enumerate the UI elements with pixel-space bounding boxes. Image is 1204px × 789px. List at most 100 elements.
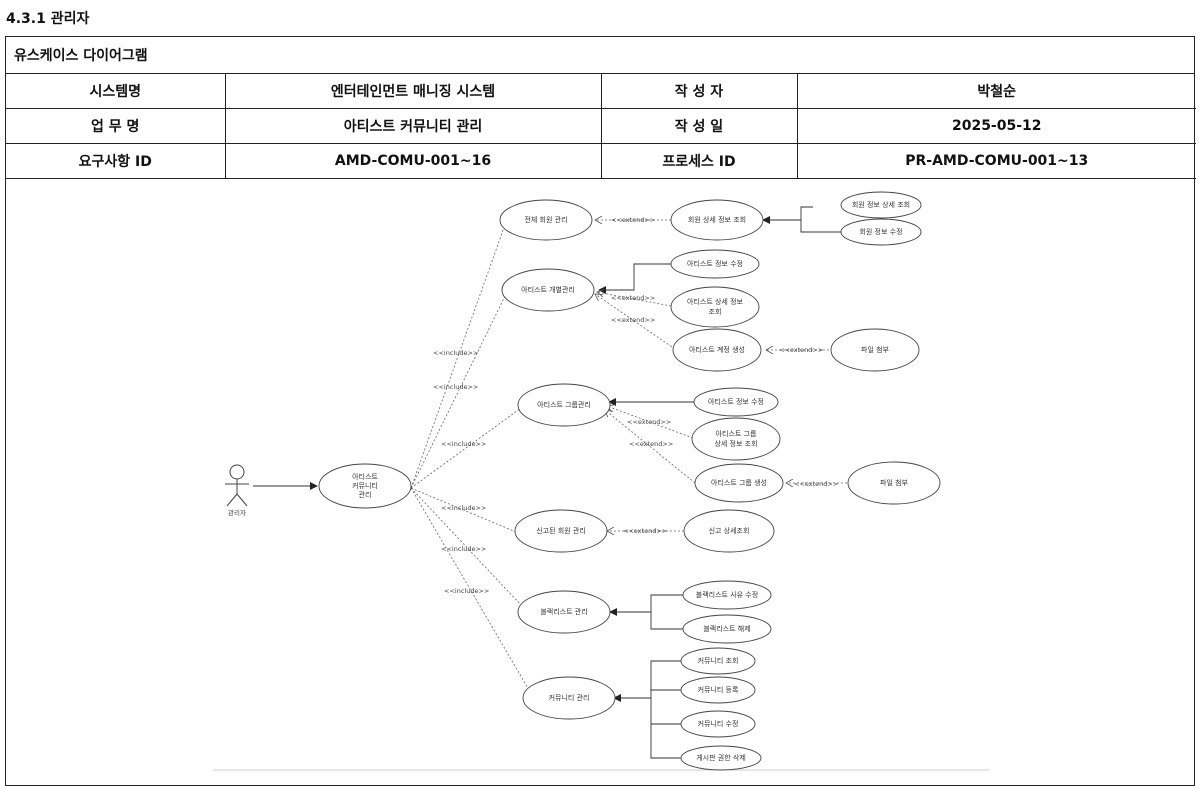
usecase-group-detail: 아티스트 그룹 상세 정보 조회: [691, 417, 781, 461]
actor-leg-left: [226, 493, 238, 507]
usecase-label: 상세 정보 조회: [714, 439, 757, 448]
extend-label: <<extend>>: [627, 418, 671, 426]
usecase-blacklist: 블랙리스트 관리: [517, 590, 611, 634]
usecase-member-info-detail: 회원 정보 상세 조회: [840, 191, 922, 219]
meta-label: 시스템명: [6, 74, 226, 109]
root-line-2: 커뮤니티: [352, 481, 378, 490]
usecase-file-attach-2: 파일 첨부: [847, 461, 941, 505]
extend-link: [597, 292, 672, 307]
usecase-root: 아티스트 커뮤니티 관리: [318, 463, 412, 509]
include-labels: <<include>> <<include>> <<include>> <<in…: [433, 349, 489, 595]
usecase-label: 커뮤니티 등록: [698, 685, 739, 694]
usecase-label: 커뮤니티 조회: [698, 656, 739, 665]
include-link: [410, 487, 517, 533]
extend-label: <<extend>>: [623, 527, 667, 535]
usecase-report-detail: 신고 상세조회: [683, 509, 775, 553]
include-label: <<include>>: [444, 587, 489, 595]
usecase-label: 블랙리스트 해제: [703, 624, 750, 633]
usecase-label: 게시판 권한 삭제: [696, 753, 746, 762]
usecase-blacklist-release: 블랙리스트 해제: [682, 614, 772, 644]
usecase-label: 커뮤니티 수정: [698, 719, 739, 728]
include-label: <<include>>: [441, 545, 486, 553]
usecase-label: 조회: [709, 308, 722, 316]
meta-value: 엔터테인먼트 매니징 시스템: [224, 74, 602, 109]
usecase-artist-detail: 아티스트 상세 정보 조회: [670, 286, 760, 328]
usecase-label: 회원 상세 정보 조회: [688, 215, 746, 224]
usecase-post-delete: 게시판 권한 삭제: [680, 745, 762, 771]
blacklist-reason-link: [609, 594, 683, 616]
extend-label: <<extend>>: [794, 480, 838, 488]
artist-edit-link: [598, 263, 671, 294]
actor-leg-right: [236, 493, 248, 507]
metadata-row: 시스템명 엔터테인먼트 매니징 시스템 작 성 자 박철순: [6, 74, 1196, 109]
usecase-member-info-edit: 회원 정보 수정: [840, 218, 922, 246]
extend-label: <<extend>>: [611, 294, 655, 302]
usecase-group-create: 아티스트 그룹 생성: [694, 463, 784, 503]
section-heading: 4.3.1 관리자: [6, 11, 90, 27]
usecase-label: 전체 회원 관리: [524, 215, 567, 224]
include-links: [410, 221, 530, 691]
member-detail-link: [762, 206, 813, 224]
usecase-community-edit: 커뮤니티 수정: [680, 710, 756, 738]
meta-value: PR-AMD-COMU-001~13: [796, 143, 1196, 179]
include-label: <<include>>: [441, 440, 486, 448]
usecase-reported: 신고된 회원 관리: [514, 509, 608, 553]
meta-value: AMD-COMU-001~16: [224, 143, 602, 179]
meta-value: 2025-05-12: [796, 108, 1196, 144]
usecase-artist-indiv: 아티스트 개별관리: [501, 268, 595, 312]
usecase-artist-info-edit: 아티스트 정보 수정: [670, 249, 760, 279]
include-label: <<include>>: [433, 349, 478, 357]
usecase-label: 아티스트 그룹: [716, 429, 757, 438]
include-link: [410, 221, 507, 489]
root-line-1: 아티스트: [352, 472, 378, 481]
usecase-member-detail: 회원 상세 정보 조회: [670, 199, 764, 241]
include-link: [410, 487, 522, 606]
actor-head: [229, 464, 245, 480]
usecase-community-register: 커뮤니티 등록: [680, 676, 756, 704]
extend-labels: <<extend>> <<extend>> <<extend>> <<exten…: [611, 216, 838, 535]
meta-label: 업 무 명: [6, 108, 226, 144]
usecase-file-attach-1: 파일 첨부: [830, 328, 920, 372]
member-edit-link: [800, 220, 841, 233]
meta-label: 프로세스 ID: [600, 143, 798, 179]
usecase-label: 신고 상세조회: [709, 526, 750, 535]
usecase-label: 아티스트 그룹 생성: [711, 478, 767, 487]
usecase-label: 회원 정보 상세 조회: [852, 200, 910, 209]
include-label: <<include>>: [441, 504, 486, 512]
include-link: [410, 487, 530, 691]
usecase-label: 회원 정보 수정: [859, 227, 902, 236]
post-delete-link: [650, 724, 683, 759]
usecase-artist-create: 아티스트 계정 생성: [672, 328, 762, 372]
usecase-document-frame: 유스케이스 다이어그램 시스템명 엔터테인먼트 매니징 시스템 작 성 자 박철…: [5, 36, 1196, 786]
metadata-table: 시스템명 엔터테인먼트 매니징 시스템 작 성 자 박철순 업 무 명 아티스트…: [6, 74, 1196, 179]
meta-label: 작 성 일: [600, 108, 798, 144]
metadata-row: 업 무 명 아티스트 커뮤니티 관리 작 성 일 2025-05-12: [6, 108, 1196, 144]
extend-label: <<extend>>: [629, 440, 673, 448]
usecase-diagram: 관리자 <<include>> <<include>> <<include>> …: [6, 182, 1194, 785]
usecase-label: 신고된 회원 관리: [536, 526, 586, 535]
usecase-label: 아티스트 상세 정보: [687, 297, 744, 306]
usecase-label: 블랙리스트 사유 수정: [696, 590, 758, 599]
extend-label: <<extend>>: [779, 346, 823, 354]
extend-link: [605, 410, 696, 484]
usecase-label: 아티스트 그룹관리: [537, 400, 591, 409]
include-label: <<include>>: [433, 383, 478, 391]
usecase-member-mgmt: 전체 회원 관리: [499, 199, 593, 241]
admin-actor: 관리자: [225, 464, 249, 517]
usecase-label: 아티스트 개별관리: [521, 285, 575, 294]
usecase-label: 파일 첨부: [880, 478, 909, 487]
usecase-diagram-svg: 관리자 <<include>> <<include>> <<include>> …: [213, 191, 989, 771]
meta-value: 박철순: [796, 74, 1196, 109]
usecase-label: 아티스트 정보 수정: [708, 397, 764, 406]
usecase-label: 아티스트 계정 생성: [689, 345, 745, 354]
usecase-community: 커뮤니티 관리: [522, 676, 616, 720]
include-link: [410, 291, 508, 489]
usecase-label: 파일 첨부: [861, 345, 890, 354]
include-link: [410, 407, 522, 489]
actor-label: 관리자: [228, 508, 246, 517]
usecase-community-view: 커뮤니티 조회: [680, 647, 756, 675]
usecase-blacklist-reason: 블랙리스트 사유 수정: [682, 580, 772, 610]
extend-link: [595, 294, 676, 350]
extend-label: <<extend>>: [611, 316, 655, 324]
extend-links: [595, 220, 847, 531]
